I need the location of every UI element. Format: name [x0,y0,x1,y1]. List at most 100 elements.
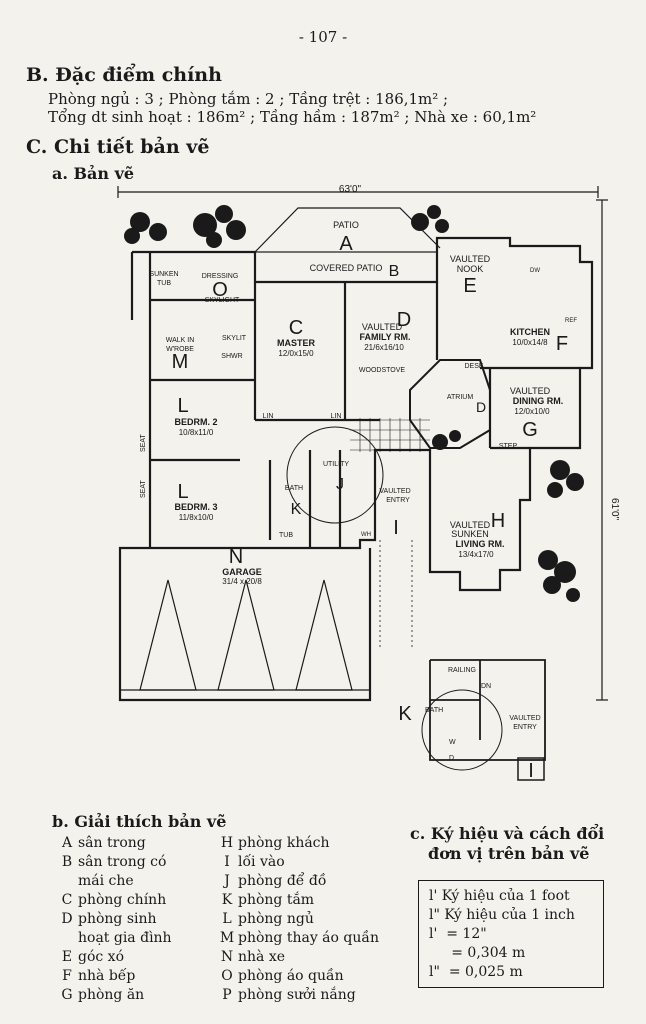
letter-l-bedrm2: L [177,395,188,417]
legend-value: lối vào [238,854,285,870]
label-living-dim: 13/4x17/0 [458,550,494,559]
legend-key [56,929,78,948]
label-entry-1: VAULTED [379,488,410,495]
label-sunken-2: TUB [157,280,171,287]
label-skylit: SKYLIT [222,335,247,342]
unit-line: l' = 12" [429,926,487,942]
page-number: - 107 - [298,28,348,46]
label-railing: RAILING [448,667,476,674]
floor-plan: 63'0" 61'0" [117,184,620,782]
label-nook-2: NOOK [457,264,484,274]
letter-j: J [336,476,344,493]
unit-line: l' Ký hiệu của 1 foot [429,888,570,904]
legend-value: phòng chính [78,892,167,908]
legend-value: hoạt gia đình [78,930,172,946]
label-nook-1: VAULTED [450,254,491,264]
label-w: W [449,739,456,746]
label-sunken-1: SUNKEN [149,271,178,278]
legend-key: A [61,835,73,851]
legend-key: P [222,987,232,1003]
label-family-dim: 21/6x16/10 [364,343,404,352]
tree-cluster-left [124,205,246,248]
legend-key: F [62,968,72,984]
label-dining-2: DINING RM. [513,396,564,406]
label-seat-1: SEAT [140,434,147,452]
label-wh: WH [361,532,371,538]
width-dimension: 63'0" [339,184,362,195]
label-covered-patio: COVERED PATIO [310,263,383,273]
legend-key: O [221,968,233,984]
legend-key: M [219,930,235,946]
legend-key: N [220,949,234,965]
label-living-1: VAULTED [450,520,491,530]
label-seat-2: SEAT [140,480,147,498]
letter-f: F [556,333,568,355]
legend-value: phòng để đồ [238,873,327,889]
letter-d-atrium: D [476,399,486,415]
legend-value: phòng khách [238,835,330,851]
label-dw: DW [530,268,540,274]
legend-key: I [224,854,230,870]
legend-value: phòng sinh [78,911,157,927]
letter-k: K [291,501,302,518]
legend-value: nhà bếp [78,968,136,984]
label-entry-2: ENTRY [386,497,410,504]
label-master: MASTER [277,338,316,348]
detail-circle [286,426,384,524]
legend-key: H [220,835,234,851]
unit-line: l" Ký hiệu của 1 inch [429,907,575,923]
label-patio: PATIO [333,220,359,230]
legend-value: phòng áo quần [238,968,344,984]
features-line-2: Tổng dt sinh hoạt : 186m² ; Tầng hầm : 1… [48,108,537,126]
legend-key: J [224,873,230,889]
label-master-dim: 12/0x15/0 [278,349,314,358]
label-bedrm2: BEDRM. 2 [174,417,217,427]
subsection-c-heading-1: c. Ký hiệu và cách đổi [410,824,605,843]
legend-value: mái che [78,873,134,889]
legend-key: K [221,892,233,908]
label-utility: UTILITY [323,461,349,468]
label-family-2: FAMILY RM. [359,332,410,342]
legend-key: C [61,892,73,908]
legend-value: nhà xe [238,949,286,965]
letter-e: E [463,275,476,297]
label-ref: REF [565,318,577,324]
legend-key: L [222,911,232,927]
letter-l-bedrm3: L [177,481,188,503]
legend-value: phòng tắm [238,892,315,908]
section-b-heading: B. Đặc điểm chính [26,64,222,86]
letter-g: G [522,419,538,441]
legend-value: phòng thay áo quần [238,930,379,946]
label-kitchen-dim: 10/0x14/8 [512,338,548,347]
label-family-1: VAULTED [362,322,403,332]
label-desk: DESK [464,363,483,370]
walkway [379,540,413,650]
letter-o: O [212,279,228,301]
depth-dimension: 61'0" [609,498,620,521]
tree-cluster-right [411,205,584,602]
legend-item: hoạt gia đình [56,929,216,948]
label-detail-bath: BATH [425,707,443,714]
label-shwr: SHWR [221,353,242,360]
letter-h: H [491,510,505,532]
label-bath: BATH [285,485,303,492]
legend-key: D [61,911,73,927]
legend-key [56,872,78,891]
label-walkin-1: WALK IN [166,337,195,344]
legend-value: góc xó [78,949,125,965]
label-walkin-2: W'ROBE [166,346,194,353]
label-garage-dim: 31/4 x 20/8 [222,577,262,586]
legend-value: phòng ngủ [238,911,314,927]
label-lin-2: LIN [331,413,342,420]
